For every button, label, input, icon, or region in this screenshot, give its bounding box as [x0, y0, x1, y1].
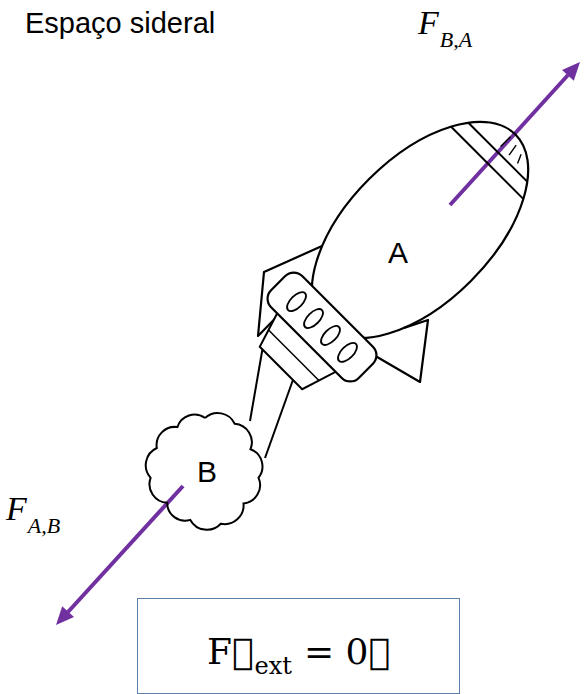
label-holder: F — [418, 4, 439, 41]
part-letter: A — [388, 236, 408, 269]
label-holder: B,A — [440, 28, 472, 52]
nose-band — [451, 127, 523, 199]
nose-hatch — [518, 154, 522, 163]
ring-window — [284, 289, 309, 314]
region-label: Espaço sideral — [25, 8, 215, 40]
nose-hatch — [509, 145, 516, 155]
rocket-shape — [245, 110, 535, 430]
formula-box: F⃗ext = 0⃗ — [137, 598, 460, 694]
text-holder: B — [197, 455, 217, 488]
ring-window — [318, 323, 343, 348]
arrow-head — [56, 606, 74, 625]
label-holder: Espaço sideral — [25, 8, 215, 40]
formula-text: = 0⃗ — [304, 632, 390, 672]
arrow-head — [562, 62, 580, 81]
exhaust-stream — [265, 377, 294, 458]
rocket-body: A — [245, 110, 535, 430]
label-holder: A,B — [28, 514, 60, 538]
label-holder: F — [6, 490, 27, 527]
formula-text: F⃗ — [207, 632, 254, 672]
nose-band — [468, 123, 527, 182]
exhaust-stream — [250, 346, 263, 421]
exhaust-cloud: B — [130, 405, 280, 535]
force-subscript: A,B — [28, 514, 60, 538]
ring-window — [301, 306, 326, 331]
nose-hatch — [501, 137, 511, 147]
force-subscript: B,A — [440, 28, 472, 52]
force-symbol: F — [418, 4, 439, 41]
force-arrow — [450, 75, 568, 205]
ring-window — [335, 340, 360, 365]
formula-text: ext — [255, 653, 292, 679]
text-holder: A — [388, 236, 408, 269]
force-symbol: F — [6, 490, 27, 527]
cloud-outline — [146, 413, 263, 530]
force-arrow — [68, 486, 183, 612]
part-letter: B — [197, 455, 217, 488]
rocket-ring — [263, 268, 382, 387]
